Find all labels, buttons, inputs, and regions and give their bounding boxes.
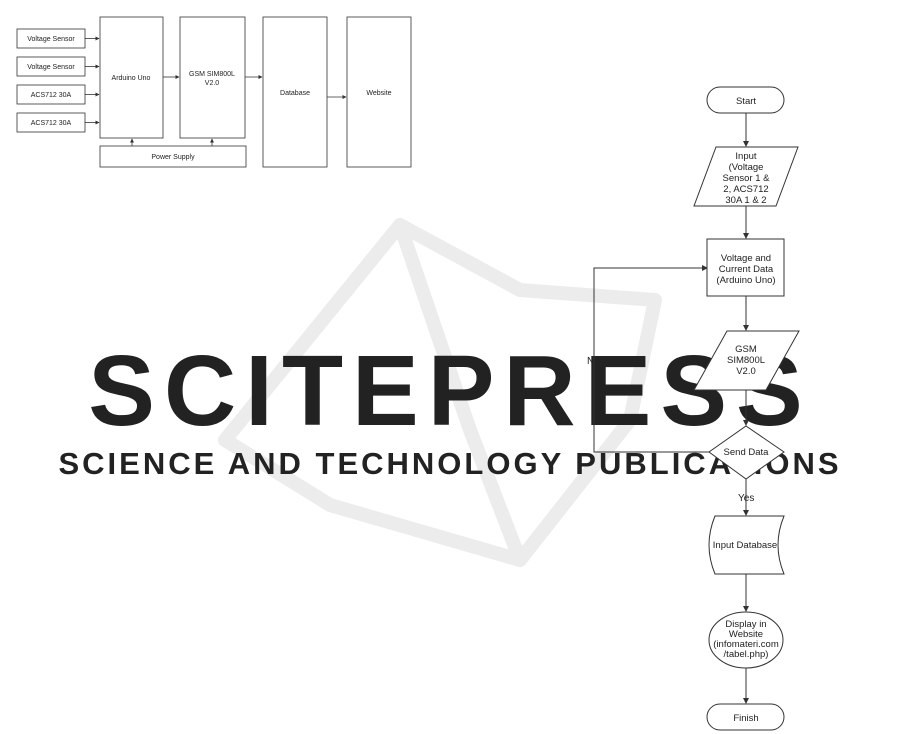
process-label-line-1: Current Data [719, 264, 774, 275]
website-label: Website [366, 90, 391, 97]
watermark-title: SCITEPRESS [88, 335, 812, 447]
website-box[interactable] [346, 16, 412, 168]
block-diagram [16, 16, 412, 168]
send-data-decision[interactable] [708, 425, 785, 480]
process-label-line-0: Voltage and [721, 253, 771, 264]
process-label-line-2: (Arduino Uno) [716, 275, 775, 286]
arduino-uno-label: Arduino Uno [112, 75, 151, 82]
finish-label: Finish [733, 713, 758, 724]
power-supply-box[interactable] [99, 145, 247, 168]
arduino-uno-box[interactable] [99, 16, 164, 139]
database-label: Database [280, 90, 310, 97]
input-parallelogram[interactable] [693, 146, 799, 207]
voltage-sensor-1-label: Voltage Sensor [27, 36, 75, 43]
display-website-circle[interactable] [708, 611, 784, 669]
start-terminator[interactable] [706, 86, 785, 114]
power-supply-label: Power Supply [151, 154, 195, 161]
acs712-1-label: ACS712 30A [31, 92, 72, 99]
gsm-label-line1: GSM SIM800L [189, 71, 235, 78]
block-connectors [85, 36, 347, 146]
process-box[interactable] [706, 238, 785, 297]
input-label-line-2: Sensor 1 & [723, 173, 771, 184]
no-branch-label: No [587, 356, 600, 367]
start-label: Start [736, 96, 756, 107]
input-database-label: Input Database [713, 540, 777, 551]
input-label-line-3: 2, ACS712 [723, 184, 768, 195]
gsm-flow-label-line-0: GSM [735, 344, 757, 355]
gsm-label-line2: V2.0 [205, 80, 220, 87]
flow-labels: Start Input (Voltage Sensor 1 & 2, ACS71… [587, 96, 779, 724]
display-label-line-2: (infomateri.com [713, 639, 779, 650]
display-label-line-1: Website [729, 629, 763, 640]
input-label-line-4: 30A 1 & 2 [725, 195, 766, 206]
flowchart [593, 86, 800, 731]
arrow-no-loop [593, 265, 709, 453]
yes-branch-label: Yes [738, 493, 754, 504]
display-label-line-0: Display in [725, 619, 766, 630]
input-label-line-0: Input [735, 151, 756, 162]
input-database-storage[interactable] [708, 515, 785, 575]
watermark: SCITEPRESS SCIENCE AND TECHNOLOGY PUBLIC… [58, 218, 839, 567]
decision-label: Send Data [724, 447, 770, 458]
input-label-line-1: (Voltage [729, 162, 764, 173]
watermark-book-icon [218, 218, 662, 567]
voltage-sensor-2-label: Voltage Sensor [27, 64, 75, 71]
gsm-box[interactable] [179, 16, 246, 139]
gsm-parallelogram[interactable] [693, 330, 800, 391]
block-labels: Voltage Sensor Voltage Sensor ACS712 30A… [27, 36, 391, 161]
acs712-2-label: ACS712 30A [31, 120, 72, 127]
database-box[interactable] [262, 16, 328, 168]
display-label-line-3: /tabel.php) [724, 649, 769, 660]
gsm-flow-label-line-1: SIM800L [727, 355, 765, 366]
flow-connectors [593, 113, 749, 704]
gsm-flow-label-line-2: V2.0 [736, 366, 756, 377]
finish-terminator[interactable] [706, 703, 785, 731]
